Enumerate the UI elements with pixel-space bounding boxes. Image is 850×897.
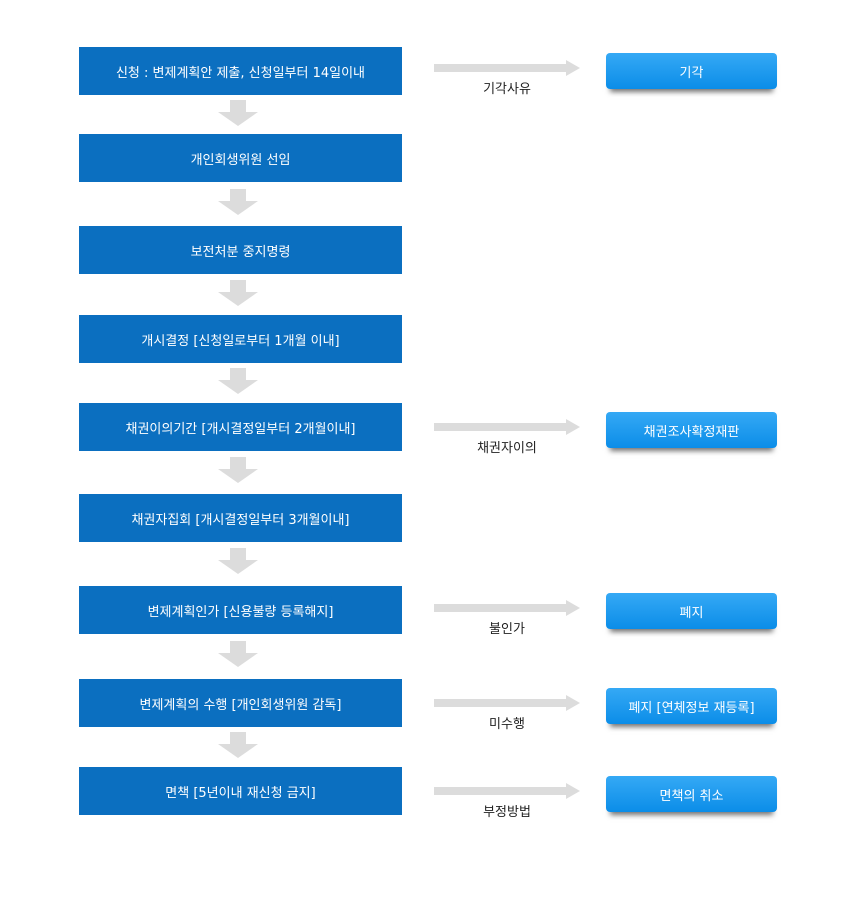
- branch-label-non-performance: 미수행: [489, 717, 525, 732]
- branch-label-creditor-objection: 채권자이의: [477, 441, 537, 456]
- down-arrow-icon: [218, 100, 258, 126]
- step-objection-period: 채권이의기간 [개시결정일부터 2개월이내]: [79, 403, 402, 451]
- outcome-abolition: 폐지: [606, 593, 777, 629]
- branch-label-disapproval: 불인가: [489, 622, 525, 637]
- step-discharge: 면책 [5년이내 재신청 금지]: [79, 767, 402, 815]
- down-arrow-icon: [218, 280, 258, 306]
- outcome-claim-trial: 채권조사확정재판: [606, 412, 777, 448]
- step-plan-execution: 변제계획의 수행 [개인회생위원 감독]: [79, 679, 402, 727]
- down-arrow-icon: [218, 457, 258, 483]
- step-creditors-meeting: 채권자집회 [개시결정일부터 3개월이내]: [79, 494, 402, 542]
- branch-label-fraudulent-means: 부정방법: [483, 805, 531, 820]
- right-arrow-icon: [434, 419, 580, 435]
- outcome-dismissal: 기각: [606, 53, 777, 89]
- step-commencement: 개시결정 [신청일로부터 1개월 이내]: [79, 315, 402, 363]
- step-preservation-order: 보전처분 중지명령: [79, 226, 402, 274]
- right-arrow-icon: [434, 695, 580, 711]
- down-arrow-icon: [218, 368, 258, 394]
- down-arrow-icon: [218, 189, 258, 215]
- down-arrow-icon: [218, 641, 258, 667]
- right-arrow-icon: [434, 60, 580, 76]
- right-arrow-icon: [434, 600, 580, 616]
- branch-label-dismissal-reason: 기각사유: [483, 82, 531, 97]
- outcome-abolition-reregister: 폐지 [연체정보 재등록]: [606, 688, 777, 724]
- step-application: 신청 : 변제계획안 제출, 신청일부터 14일이내: [79, 47, 402, 95]
- right-arrow-icon: [434, 783, 580, 799]
- outcome-discharge-revocation: 면책의 취소: [606, 776, 777, 812]
- step-trustee-appointment: 개인회생위원 선임: [79, 134, 402, 182]
- down-arrow-icon: [218, 732, 258, 758]
- down-arrow-icon: [218, 548, 258, 574]
- step-plan-approval: 변제계획인가 [신용불량 등록해지]: [79, 586, 402, 634]
